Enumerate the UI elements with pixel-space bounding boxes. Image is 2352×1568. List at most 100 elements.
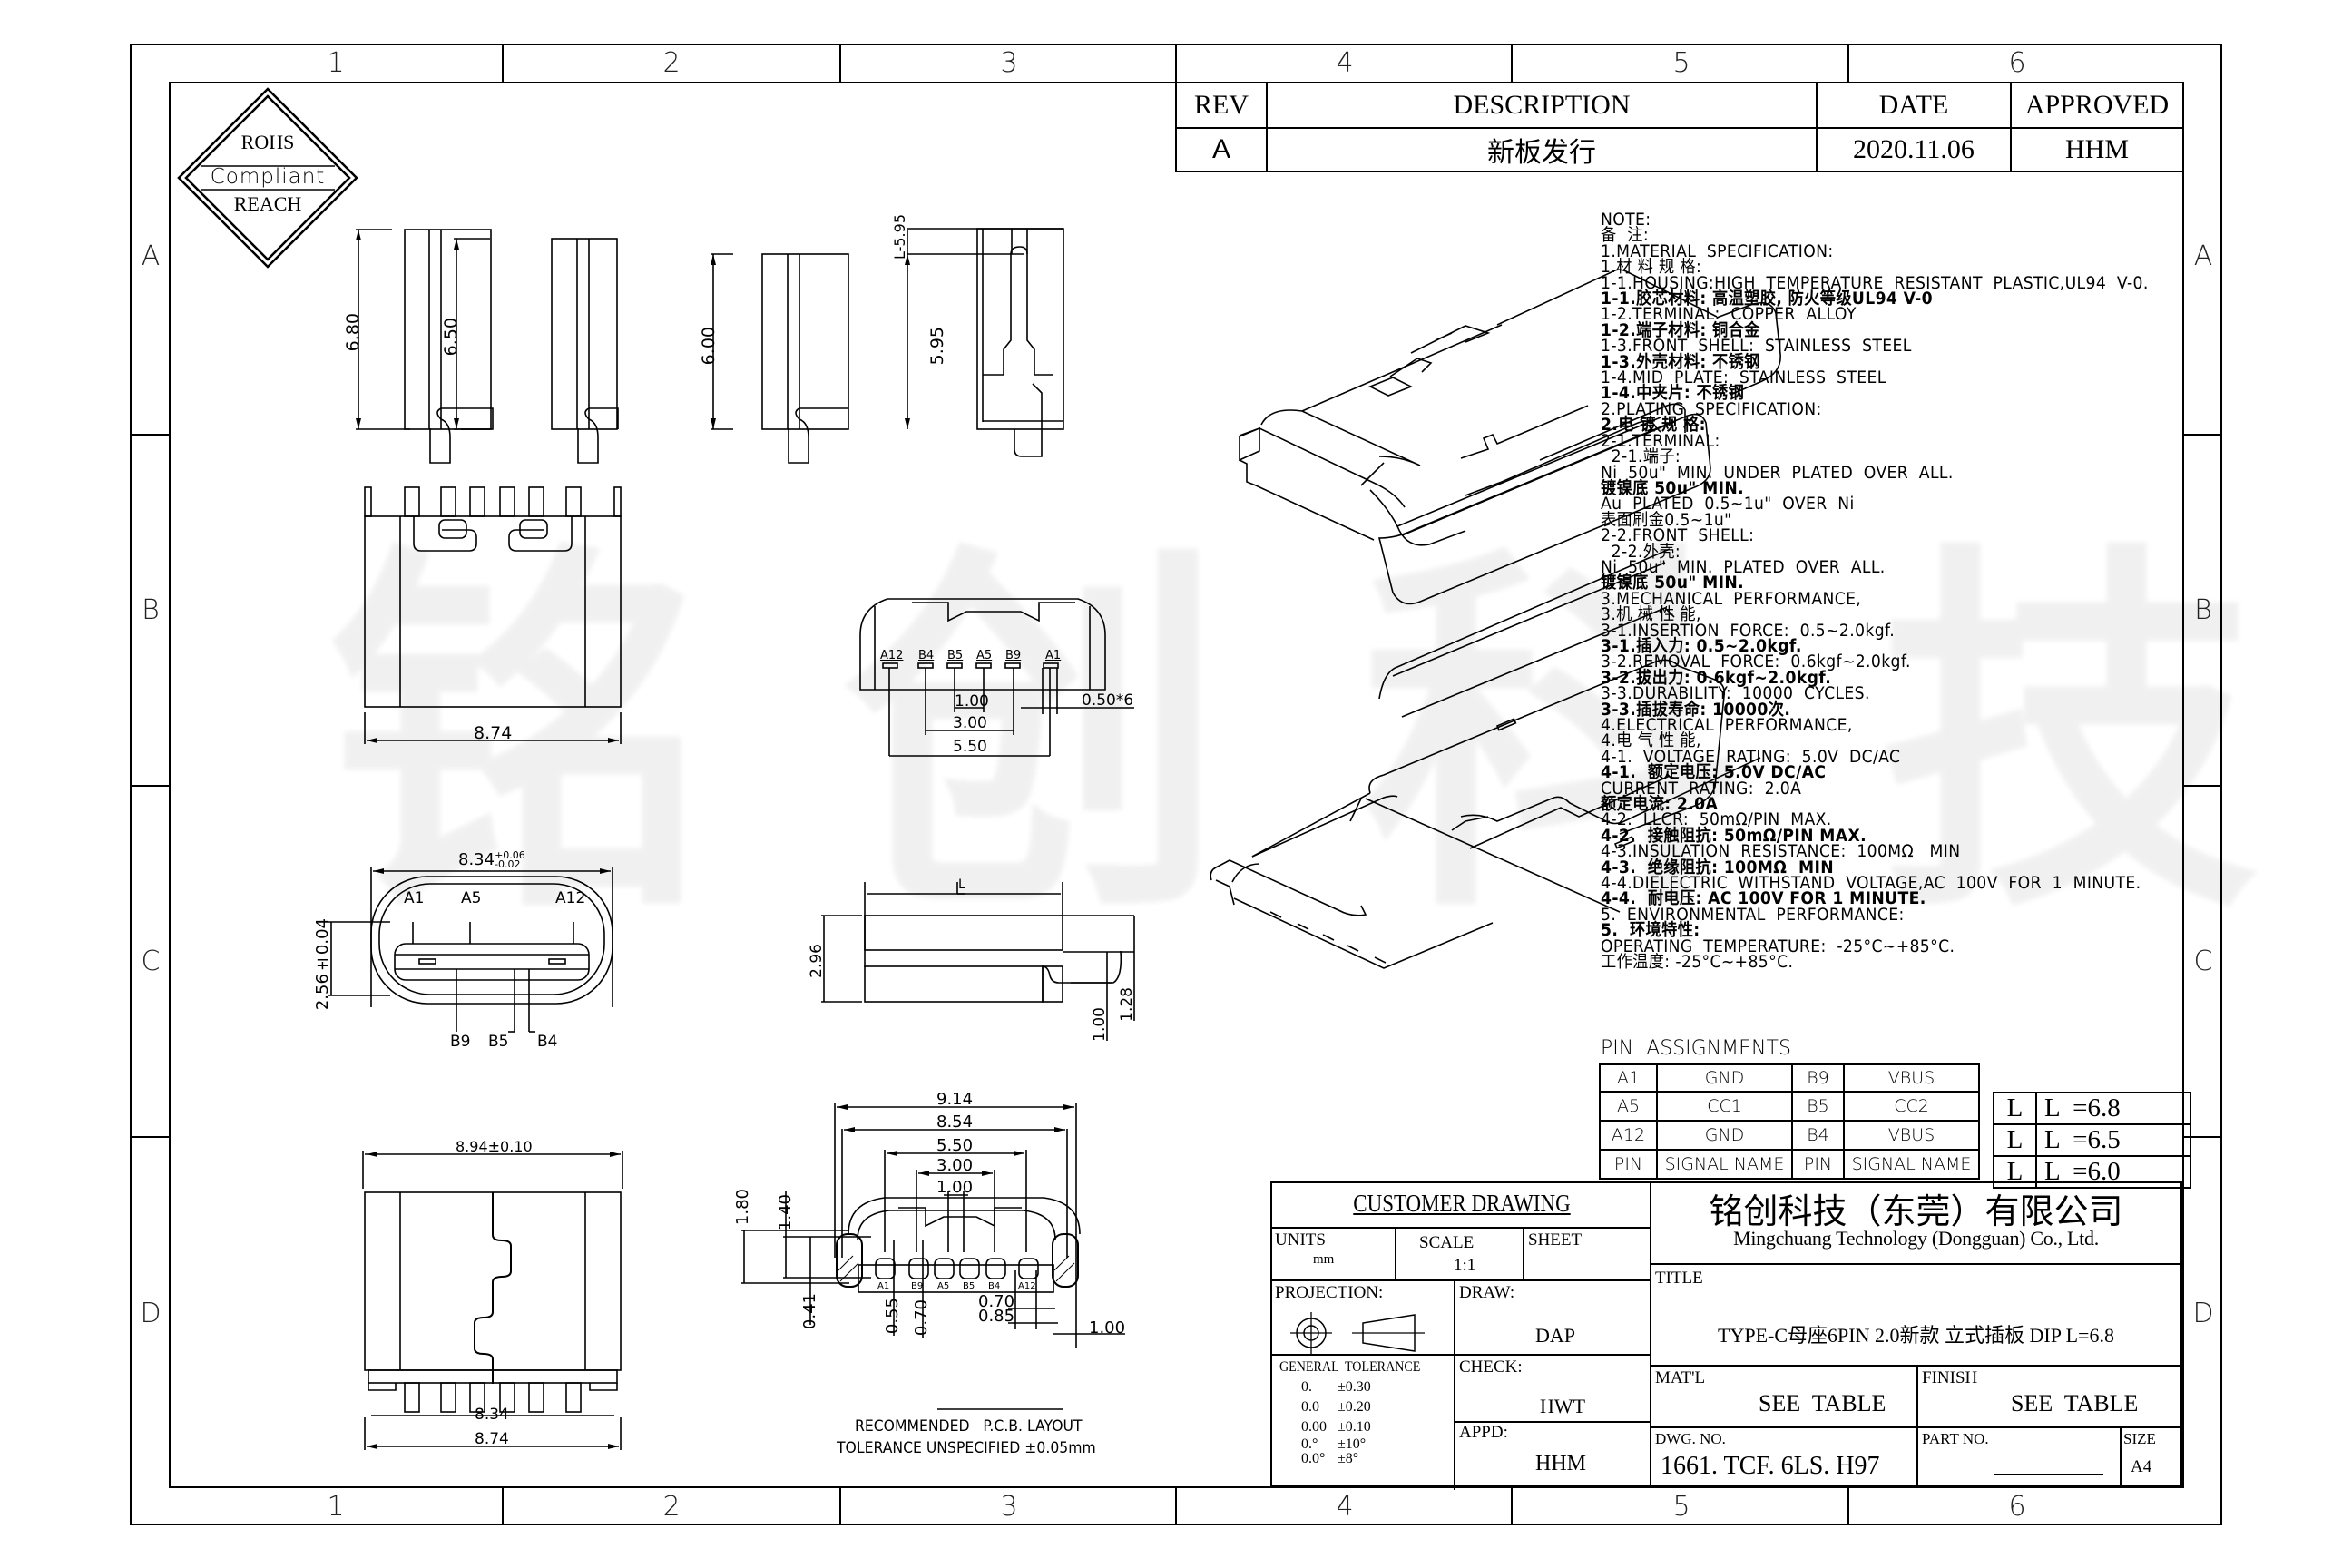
- dim-bottom-8-34: 8.34: [475, 1406, 509, 1424]
- pcb-dim-5-50: 5.50: [936, 1136, 974, 1155]
- pcb-pad-b4: B4: [988, 1281, 1001, 1291]
- pcb-dim-0-70-v: 0.70: [912, 1299, 931, 1337]
- opening-pin-a1: A1: [404, 889, 425, 907]
- pcb-pad-b5: B5: [963, 1281, 975, 1291]
- note-line: 1-4.中夹片: 不锈钢: [1601, 384, 1745, 404]
- dim-front-width: 8.74: [474, 723, 513, 743]
- pcb-dim-1-00-right: 1.00: [1089, 1318, 1126, 1338]
- pcb-dim-0-70: 0.70: [978, 1292, 1015, 1311]
- length-mark: L: [1993, 1092, 2037, 1125]
- zone-col-1-bottom: 1: [327, 1491, 345, 1523]
- note-line: 1-3.FRONT SHELL: STAINLESS STEEL: [1601, 337, 1912, 357]
- pin-assignments-title: PIN ASSIGNMENTS: [1601, 1037, 1791, 1060]
- note-line: 1-4.MID PLATE: STAINLESS STEEL: [1601, 368, 1886, 388]
- rev-value: A: [1175, 127, 1268, 172]
- company-name-en: Mingchuang Technology (Dongguan) Co., Lt…: [1733, 1227, 2099, 1250]
- appd-label: APPD:: [1459, 1423, 1508, 1442]
- size-value: A4: [2131, 1457, 2152, 1476]
- units-value: mm: [1313, 1252, 1335, 1267]
- zone-col-3-bottom: 3: [1000, 1491, 1018, 1523]
- pcb-dim-3-00: 3.00: [936, 1156, 974, 1175]
- note-line: 3-3.插拔寿命: 10000次.: [1601, 700, 1791, 720]
- signal-cell: VBUS: [1843, 1120, 1980, 1151]
- pin-label-b9: B9: [1005, 649, 1022, 662]
- note-line: 4-4. 耐电压: AC 100V FOR 1 MINUTE.: [1601, 889, 1926, 909]
- note-line: 3.机 械 性 能,: [1601, 605, 1701, 625]
- appd-value: HHM: [1535, 1452, 1587, 1475]
- scale-label: SCALE: [1419, 1233, 1475, 1252]
- dim-opening-height: 2.56±0.04: [313, 918, 332, 1011]
- pin-label-a1: A1: [1045, 649, 1062, 662]
- note-line: 1-1.HOUSING:HIGH TEMPERATURE RESISTANT P…: [1601, 273, 2149, 293]
- note-line: 2-1.TERMINAL:: [1601, 431, 1720, 451]
- badge-reach: REACH: [233, 192, 302, 215]
- finish-label: FINISH: [1922, 1368, 1978, 1387]
- pin-assignments-table: A1 GND B9 VBUS A5 CC1 B5 CC2 A12 GND B4 …: [1599, 1063, 1980, 1180]
- dim-pin-5-50: 5.50: [953, 738, 987, 756]
- note-line: 1-2.端子材料: 铜合金: [1601, 320, 1760, 340]
- revision-table: REV DESCRIPTION DATE APPROVED A 新板发行 202…: [1175, 82, 2184, 172]
- pin-cell: B9: [1791, 1063, 1845, 1093]
- note-line: 3.MECHANICAL PERFORMANCE,: [1601, 589, 1862, 609]
- signal-cell: CC2: [1843, 1091, 1980, 1122]
- zone-col-4-bottom: 4: [1336, 1491, 1354, 1523]
- note-line: 3-3.DURABILITY: 10000 CYCLES.: [1601, 684, 1870, 704]
- company-name-cn: 铭创科技（东莞）有限公司: [1709, 1193, 2123, 1231]
- zone-col-5-bottom: 5: [1672, 1491, 1690, 1523]
- dim-side-4-offset: L-5.95: [891, 214, 908, 260]
- dim-pin-3-00: 3.00: [953, 714, 987, 732]
- signal-cell: VBUS: [1843, 1063, 1980, 1093]
- scale-value: 1:1: [1454, 1256, 1476, 1275]
- pin-cell: B4: [1791, 1120, 1845, 1151]
- customer-drawing-heading: CUSTOMER DRAWING: [1353, 1190, 1571, 1217]
- zone-row-a-right: A: [2193, 240, 2213, 272]
- pin-cell: B5: [1791, 1091, 1845, 1122]
- pin-label-b4: B4: [918, 649, 935, 662]
- note-line: 2-2.FRONT SHELL:: [1601, 526, 1755, 546]
- part-no-label: PART NO.: [1922, 1430, 1989, 1447]
- matl-label: MAT'L: [1655, 1368, 1706, 1387]
- description-value: 新板发行: [1266, 127, 1818, 172]
- note-line: 4-3. 绝缘阻抗: 100MΩ MIN: [1601, 858, 1835, 877]
- note-line: CURRENT RATING: 2.0A: [1601, 779, 1802, 799]
- drawing-title: TYPE-C母座6PIN 2.0新款 立式插板 DIP L=6.8: [1718, 1324, 2114, 1347]
- matl-value: SEE TABLE: [1759, 1390, 1886, 1416]
- draw-label: DRAW:: [1459, 1283, 1515, 1302]
- date-header: DATE: [1816, 82, 2012, 129]
- sheet-label: SHEET: [1528, 1230, 1583, 1250]
- note-line: 4.电 气 性 能,: [1601, 731, 1701, 751]
- opening-pin-a5: A5: [461, 889, 482, 907]
- signal-header: SIGNAL NAME: [1656, 1149, 1793, 1180]
- dim-profile-length: L: [958, 877, 965, 892]
- length-option-6-8: L =6.8: [2035, 1092, 2191, 1125]
- dim-side-1-height: 6.80: [343, 313, 363, 352]
- zone-row-a-left: A: [141, 240, 161, 272]
- note-line: 额定电流: 2.0A: [1601, 795, 1719, 815]
- tolerance-list: 0.±0.30 0.0±0.20 0.00±0.10 0.°±10° 0.0°±…: [1301, 1379, 1371, 1466]
- note-line: 2.PLATING SPECIFICATION:: [1601, 399, 1822, 419]
- pcb-pad-a1: A1: [877, 1281, 890, 1291]
- note-line: 4-1. 额定电压: 5.0V DC/AC: [1601, 763, 1827, 783]
- dim-side-2-height: 6.50: [441, 318, 461, 357]
- zone-col-4-top: 4: [1336, 47, 1354, 79]
- finish-value: SEE TABLE: [2011, 1390, 2139, 1416]
- zone-col-6-bottom: 6: [2008, 1491, 2026, 1523]
- zone-col-2-top: 2: [662, 47, 681, 79]
- pcb-tolerance-note: TOLERANCE UNSPECIFIED ±0.05mm: [837, 1439, 1096, 1457]
- approved-header: APPROVED: [2010, 82, 2184, 129]
- title-block: CUSTOMER DRAWING UNITS mm SCALE 1:1 SHEE…: [1270, 1181, 2182, 1490]
- note-line: 4-1. VOLTAGE RATING: 5.0V DC/AC: [1601, 747, 1901, 767]
- note-line: 2-1.端子:: [1601, 447, 1681, 467]
- opening-pin-b4: B4: [537, 1033, 558, 1051]
- dim-pin-1-00: 1.00: [955, 692, 989, 710]
- note-line: 4-2. LLCR: 50mΩ/PIN MAX.: [1601, 810, 1832, 830]
- note-line: 工作温度: -25°C~+85°C.: [1601, 953, 1794, 973]
- dim-profile-1-00: 1.00: [1091, 1007, 1109, 1042]
- pcb-pad-b9: B9: [911, 1281, 924, 1291]
- opening-pin-b5: B5: [488, 1033, 509, 1051]
- note-line: 5. 环境特性:: [1601, 921, 1700, 941]
- general-tolerance-label: GENERAL TOLERANCE: [1279, 1359, 1421, 1375]
- note-line: 3-1.插入力: 0.5~2.0kgf.: [1601, 636, 1802, 656]
- note-line: 1.MATERIAL SPECIFICATION:: [1601, 241, 1834, 261]
- title-label: TITLE: [1655, 1269, 1703, 1288]
